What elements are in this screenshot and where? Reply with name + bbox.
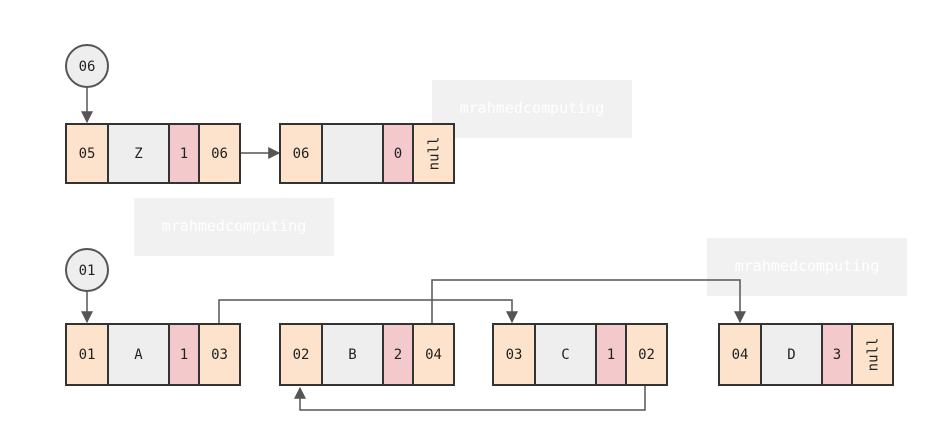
node-data: Z xyxy=(134,146,142,162)
node-next-cell xyxy=(198,323,241,386)
node-data-cell xyxy=(321,323,384,386)
node-next-cell xyxy=(412,123,455,184)
watermark-2: mrahmedcomputing xyxy=(134,198,334,256)
node-count: 3 xyxy=(833,347,841,363)
watermark-text: mrahmedcomputing xyxy=(735,257,880,275)
node-next: 02 xyxy=(638,347,655,363)
node-address: 04 xyxy=(732,347,749,363)
node-count-cell xyxy=(168,323,200,386)
node-data: D xyxy=(787,347,795,363)
head-pointer-label: 06 xyxy=(79,59,96,75)
node-03-to-02-arrow xyxy=(294,386,646,411)
node-06: 06 0 null xyxy=(279,123,455,184)
head-pointer-01: 01 xyxy=(65,248,109,292)
node-data: B xyxy=(348,347,356,363)
node-01: 01 A 1 03 xyxy=(65,323,241,386)
node-count: 1 xyxy=(607,347,615,363)
watermark-3: mrahmedcomputing xyxy=(707,238,907,296)
node-address: 03 xyxy=(506,347,523,363)
watermark-text: mrahmedcomputing xyxy=(162,217,307,235)
node-02-to-04-arrow xyxy=(431,279,746,324)
node-next-cell xyxy=(625,323,668,386)
node-next: null xyxy=(427,137,443,171)
node-address-cell xyxy=(279,323,323,386)
node-data-cell xyxy=(107,323,170,386)
node-04: 04 D 3 null xyxy=(718,323,894,386)
node-next: 06 xyxy=(211,146,228,162)
node-03: 03 C 1 02 xyxy=(492,323,668,386)
head-pointer-label: 01 xyxy=(79,263,96,279)
node-next: 03 xyxy=(211,347,228,363)
node-data: A xyxy=(134,347,143,363)
node-address-cell xyxy=(65,323,109,386)
node-address: 05 xyxy=(79,146,96,162)
node-address: 06 xyxy=(293,146,310,162)
node-count-cell xyxy=(168,123,200,184)
node-data-cell xyxy=(321,123,384,184)
node-data-cell xyxy=(760,323,823,386)
node-next: 04 xyxy=(425,347,442,363)
node-02: 02 B 2 04 xyxy=(279,323,455,386)
node-address-cell xyxy=(492,323,536,386)
node-address-cell xyxy=(718,323,762,386)
watermark-1: mrahmedcomputing xyxy=(432,80,632,138)
node-01-to-03-arrow xyxy=(218,299,518,324)
connectors xyxy=(81,87,746,411)
node-next-cell xyxy=(851,323,894,386)
node-count: 0 xyxy=(394,146,402,162)
head-pointer-06: 06 xyxy=(65,44,109,88)
node-address: 01 xyxy=(79,347,96,363)
node-next: null xyxy=(866,338,882,372)
node-count-cell xyxy=(821,323,853,386)
node-next-cell xyxy=(412,323,455,386)
node-data-cell xyxy=(534,323,597,386)
node-count-cell xyxy=(382,323,414,386)
node-address: 02 xyxy=(293,347,310,363)
watermark-text: mrahmedcomputing xyxy=(460,99,605,117)
node-count: 1 xyxy=(180,347,188,363)
node-address-cell xyxy=(279,123,323,184)
node-count-cell xyxy=(382,123,414,184)
node-data: C xyxy=(561,347,569,363)
node-count: 2 xyxy=(394,347,402,363)
node-05: 05 Z 1 06 xyxy=(65,123,241,184)
node-count: 1 xyxy=(180,146,188,162)
node-next-cell xyxy=(198,123,241,184)
